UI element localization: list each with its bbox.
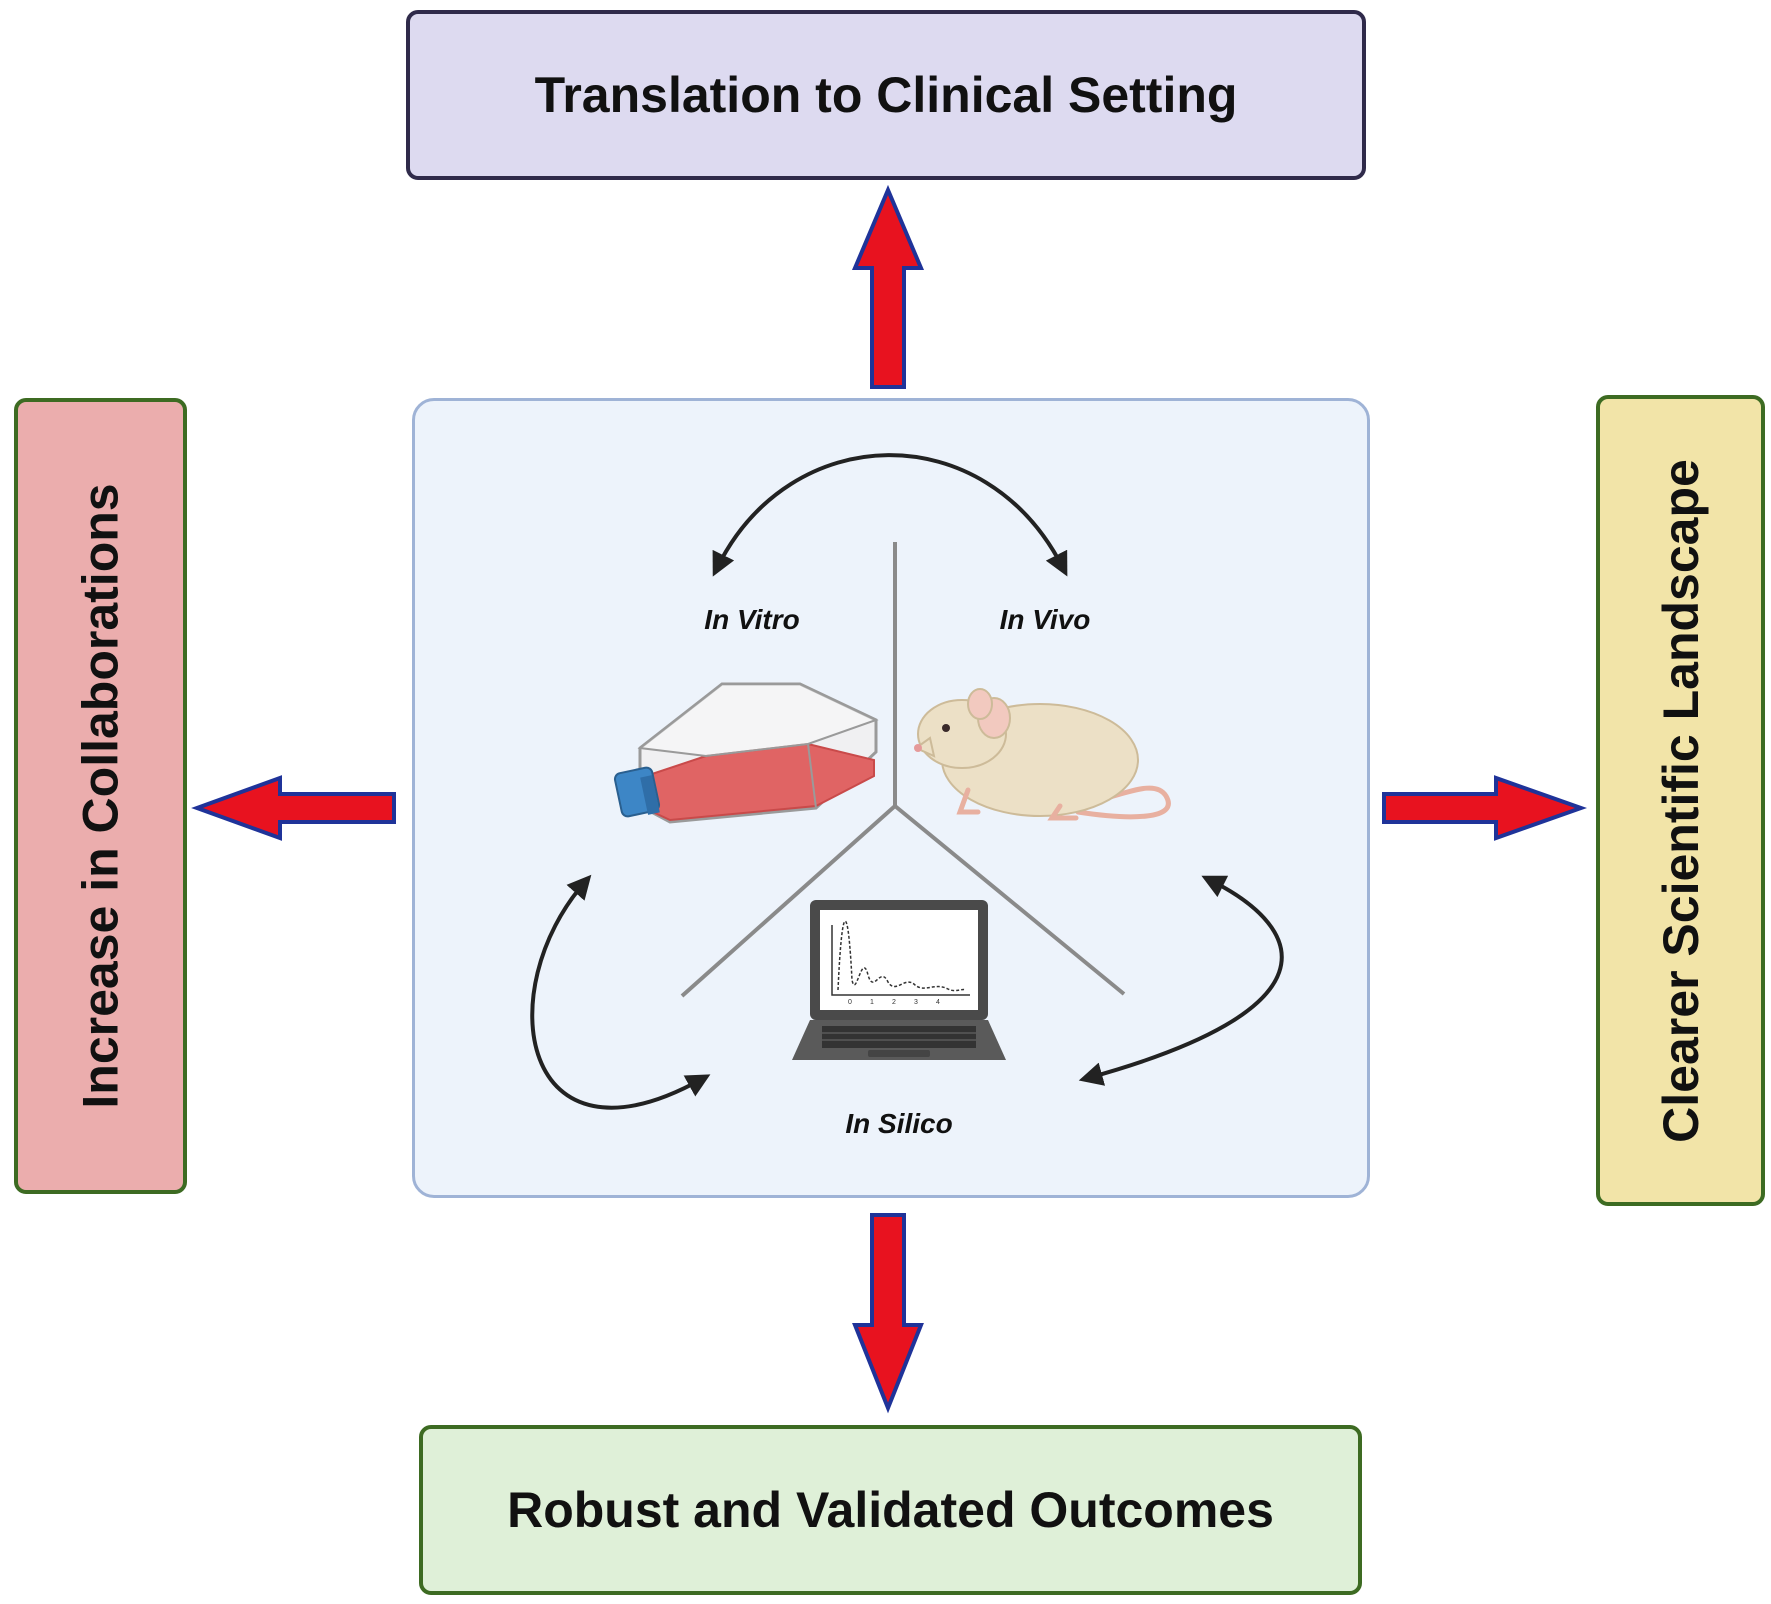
arrow-up (851, 184, 925, 389)
laptop-axis-ticks: 0 1 2 3 4 (848, 999, 940, 1006)
arrow-down (852, 1213, 924, 1414)
arrow-right (1382, 775, 1588, 841)
svg-text:2: 2 (892, 999, 896, 1006)
svg-text:4: 4 (936, 999, 940, 1006)
mouse-icon (913, 688, 1171, 821)
label-in-silico: In Silico (845, 1108, 953, 1139)
outcome-box-landscape: Clearer Scientific Landscape (1596, 395, 1765, 1206)
cell-culture-flask-icon (613, 682, 879, 824)
label-in-vivo: In Vivo (999, 604, 1091, 635)
outcome-box-translation: Translation to Clinical Setting (406, 10, 1366, 180)
outcome-box-collaborations: Increase in Collaborations (14, 398, 187, 1194)
svg-text:1: 1 (870, 999, 874, 1006)
cycle-arrows (530, 453, 1284, 1110)
outcome-box-robust: Robust and Validated Outcomes (419, 1425, 1362, 1595)
cycle-arrow-vitro-silico (530, 874, 711, 1110)
cycle-arrow-vitro-vivo (712, 453, 1068, 577)
outcome-label-robust: Robust and Validated Outcomes (507, 1482, 1274, 1538)
label-in-vitro: In Vitro (704, 604, 800, 635)
svg-text:0: 0 (848, 999, 852, 1006)
outcome-label-translation: Translation to Clinical Setting (534, 67, 1238, 123)
laptop-icon: 0 1 2 3 4 (792, 900, 1006, 1060)
svg-text:3: 3 (914, 999, 918, 1006)
cycle-arrow-vivo-silico (1078, 875, 1284, 1086)
arrow-left (191, 775, 396, 841)
